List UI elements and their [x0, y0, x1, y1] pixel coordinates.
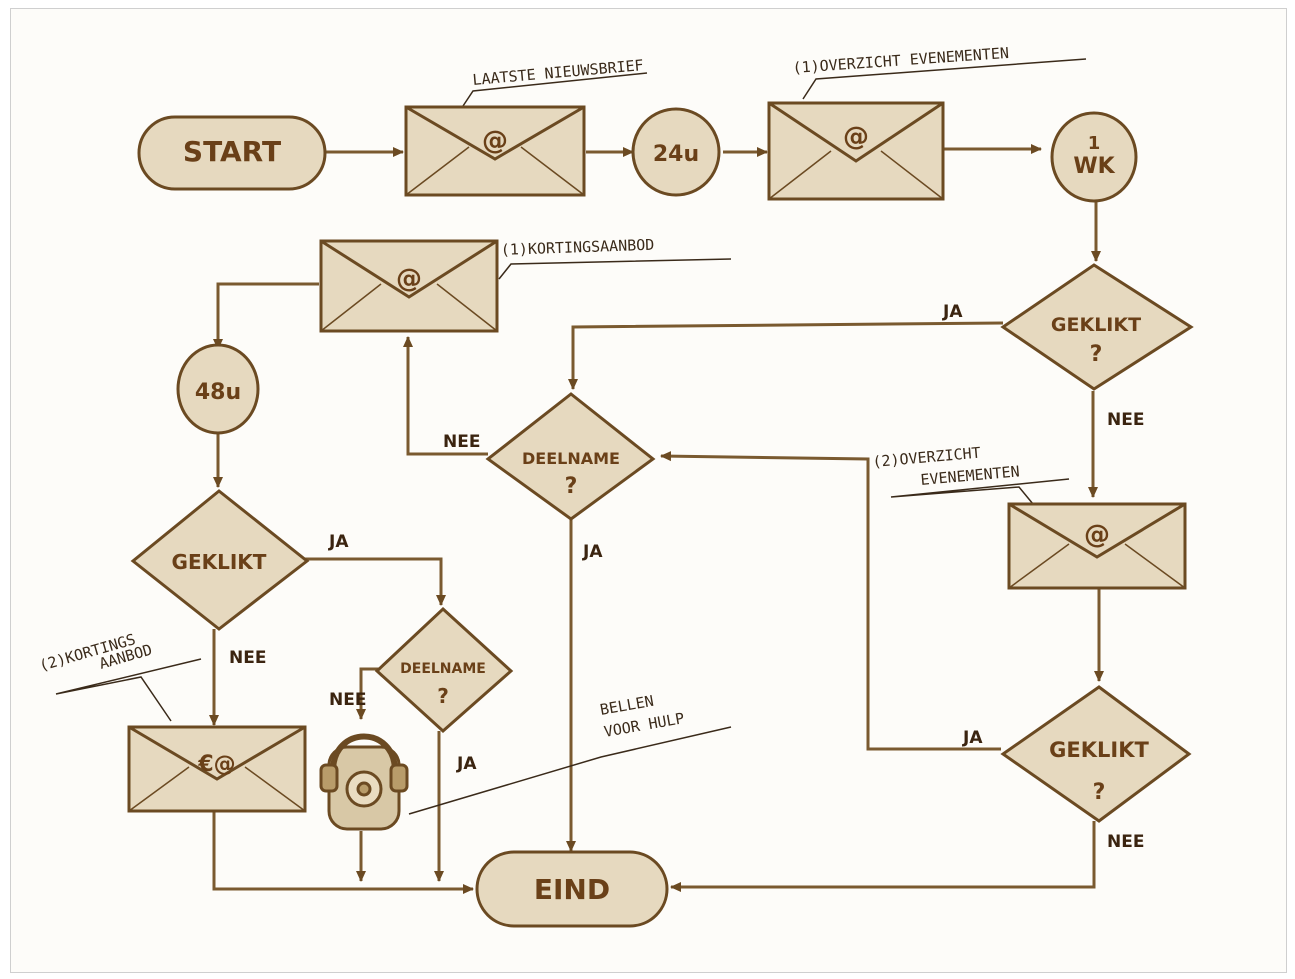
korting1-at-icon: @	[396, 264, 422, 294]
decision-geklikt-1	[1000, 263, 1194, 391]
decision-deelname-2	[374, 606, 514, 734]
decision-geklikt-2	[1000, 685, 1192, 823]
edge-geklikt3-deelname2	[301, 557, 446, 606]
eind-label: EIND	[534, 873, 610, 906]
headset-icon	[319, 733, 409, 831]
edge-geklikt2-eind	[670, 821, 1096, 892]
start-terminal	[137, 115, 327, 191]
email2-at-icon: @	[843, 122, 869, 152]
edge-label-ja-geklikt3: JA	[328, 532, 349, 552]
deelname2-question: ?	[437, 684, 449, 708]
email-kortingsaanbod1	[319, 239, 499, 333]
wait-24u	[631, 107, 721, 197]
edge-label-nee-deelname2: NEE	[329, 690, 366, 710]
edge-label-ja-geklikt2: JA	[962, 728, 983, 748]
edge-label-nee-deelname1: NEE	[443, 432, 480, 452]
deelname1-question: ?	[565, 474, 578, 499]
email-kortingsaanbod2	[127, 725, 307, 813]
wait-48u-label: 48u	[195, 380, 241, 405]
geklikt3-label: GEKLIKT	[172, 550, 267, 574]
edge-deelname1-korting1	[403, 336, 488, 456]
anno-line-kortingsaanbod2	[55, 658, 202, 722]
wait-48u	[176, 343, 260, 435]
anno-line-nieuwsbrief	[460, 72, 648, 110]
geklikt2-label: GEKLIKT	[1049, 738, 1149, 762]
anno-line-overzicht1	[802, 58, 1087, 100]
decision-geklikt-3	[130, 489, 310, 631]
anno-line-kortingsaanbod1	[498, 258, 732, 280]
edge-korting1-48u	[213, 282, 319, 350]
email1-at-icon: @	[482, 126, 508, 156]
email3-at-icon: @	[1084, 520, 1110, 550]
email-overzicht1	[767, 101, 945, 201]
edge-korting2-eind	[212, 809, 474, 894]
geklikt1-question: ?	[1090, 342, 1103, 367]
annotation-laatste-nieuwsbrief: LAATSTE NIEUWSBRIEF	[472, 56, 645, 89]
edge-deelname2-phone	[356, 667, 379, 720]
start-label: START	[183, 135, 281, 168]
annotation-lines	[55, 58, 1087, 815]
wait-1wk-line1: 1	[1088, 133, 1101, 154]
decision-deelname-1	[485, 392, 656, 521]
email-nieuwsbrief	[404, 105, 586, 197]
nodes	[127, 101, 1194, 928]
anno-line-overzicht2	[890, 478, 1070, 505]
edge-geklikt1-deelname1	[568, 321, 1004, 390]
edge-geklikt2-deelname1	[660, 451, 1001, 751]
email-overzicht2	[1007, 502, 1187, 590]
korting2-euro-at-icon: €@	[197, 752, 235, 777]
deelname1-label: DEELNAME	[522, 449, 620, 468]
geklikt2-question: ?	[1093, 780, 1106, 805]
edge-label-ja-deelname2: JA	[456, 754, 477, 774]
connectors	[209, 144, 1104, 894]
wait-1wk-line2: WK	[1073, 154, 1115, 179]
edge-label-ja-deelname1: JA	[582, 542, 603, 562]
eind-terminal	[475, 850, 669, 928]
edge-label-nee-geklikt3: NEE	[229, 648, 266, 668]
wait-24u-label: 24u	[653, 142, 699, 167]
wait-1wk	[1050, 111, 1138, 203]
deelname2-label: DEELNAME	[400, 661, 486, 677]
flowchart-canvas: START @ 24u @ 1 WK GEKLIKT ? @ GEKLIKT ?…	[37, 44, 1194, 928]
edge-label-nee-geklikt2: NEE	[1107, 832, 1144, 852]
anno-line-bellen	[408, 726, 732, 815]
annotation-kortingsaanbod1: (1)KORTINGSAANBOD	[501, 236, 655, 259]
edge-label-nee-geklikt1: NEE	[1107, 410, 1144, 430]
edge-label-ja-geklikt1: JA	[942, 302, 963, 322]
sketch-frame: START @ 24u @ 1 WK GEKLIKT ? @ GEKLIKT ?…	[10, 8, 1287, 973]
geklikt1-label: GEKLIKT	[1051, 314, 1141, 336]
